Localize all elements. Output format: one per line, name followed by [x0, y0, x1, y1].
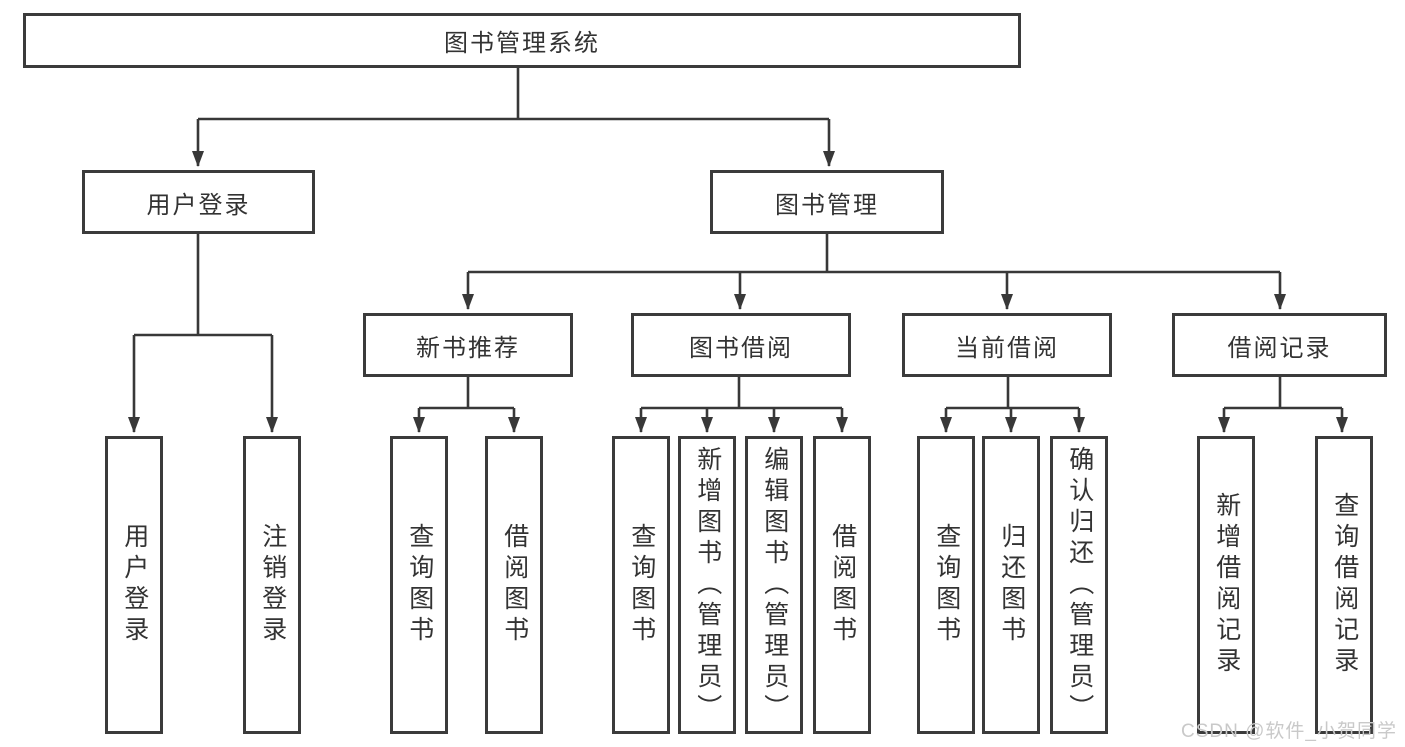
node-query-books-3: 查询图书	[917, 436, 975, 734]
node-label: 用户登录	[120, 523, 149, 647]
node-label: 借阅图书	[828, 523, 857, 647]
node-confirm-return-admin: 确认归还（管理员）	[1050, 436, 1108, 734]
csdn-watermark: CSDN @软件_小贺同学	[1181, 721, 1397, 742]
node-borrowing-records: 借阅记录	[1172, 313, 1387, 377]
node-current-borrowing: 当前借阅	[902, 313, 1112, 377]
node-query-books-1: 查询图书	[390, 436, 448, 734]
node-query-books-2: 查询图书	[612, 436, 670, 734]
node-label: 查询图书	[627, 523, 656, 647]
node-user-login-leaf: 用户登录	[105, 436, 163, 734]
node-add-borrow-record: 新增借阅记录	[1197, 436, 1255, 734]
node-return-books: 归还图书	[982, 436, 1040, 734]
node-label: 查询图书	[932, 523, 961, 647]
node-label: 查询图书	[405, 523, 434, 647]
node-library-management-system: 图书管理系统	[23, 13, 1021, 68]
node-label: 归还图书	[997, 523, 1026, 647]
node-query-borrow-record: 查询借阅记录	[1315, 436, 1373, 734]
node-label: 注销登录	[258, 523, 287, 647]
tree-connectors	[128, 68, 1348, 433]
node-borrow-books-1: 借阅图书	[485, 436, 543, 734]
node-user-login: 用户登录	[82, 170, 315, 234]
node-label: 编辑图书（管理员）	[760, 445, 789, 725]
node-label: 确认归还（管理员）	[1065, 445, 1094, 725]
node-label: 新增图书（管理员）	[693, 445, 722, 725]
node-label: 新增借阅记录	[1212, 492, 1241, 678]
node-book-management: 图书管理	[710, 170, 944, 234]
node-add-books-admin: 新增图书（管理员）	[678, 436, 736, 734]
node-logout: 注销登录	[243, 436, 301, 734]
node-borrow-books-2: 借阅图书	[813, 436, 871, 734]
node-label: 借阅图书	[500, 523, 529, 647]
node-book-borrowing: 图书借阅	[631, 313, 851, 377]
node-label: 查询借阅记录	[1330, 492, 1359, 678]
node-edit-books-admin: 编辑图书（管理员）	[745, 436, 803, 734]
node-new-book-recommendation: 新书推荐	[363, 313, 573, 377]
